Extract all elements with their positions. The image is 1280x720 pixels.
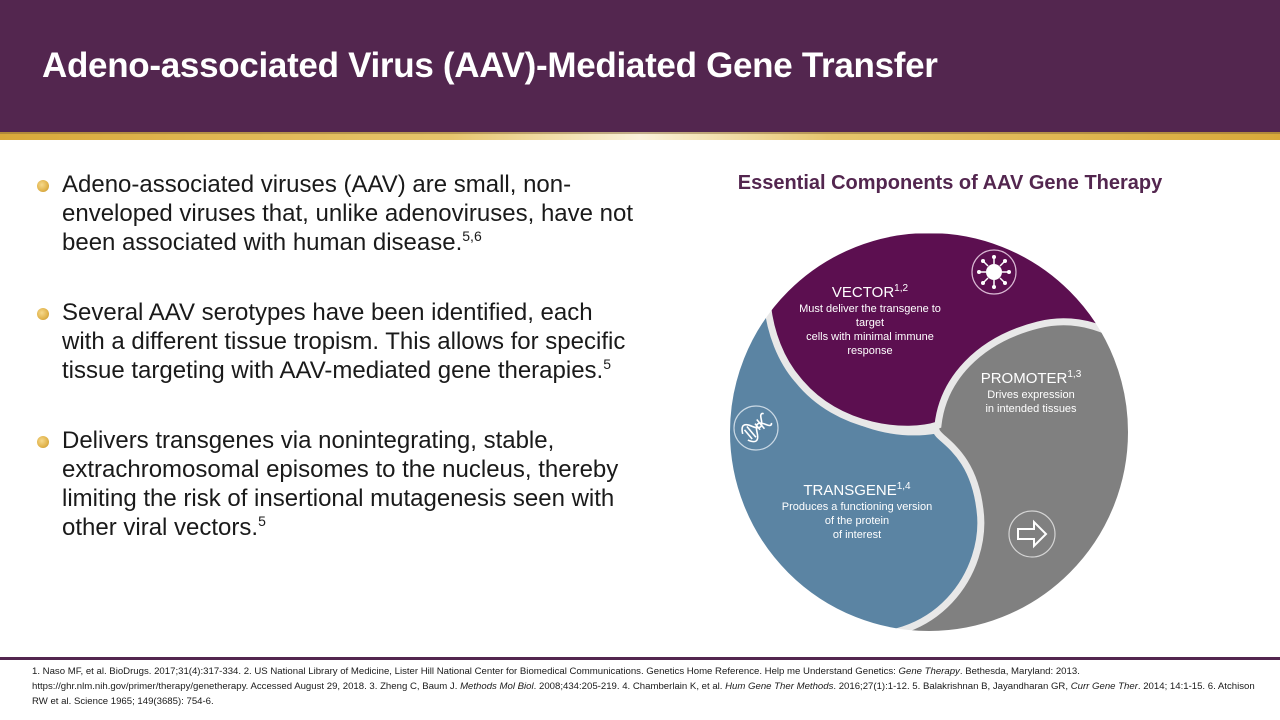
transgene-title: TRANSGENE (803, 482, 897, 499)
vector-desc-line: response (847, 345, 893, 357)
promoter-title: PROMOTER (980, 370, 1068, 387)
vector-desc-line: Must deliver the transgene to (799, 303, 941, 315)
bullet-item: Adeno-associated viruses (AAV) are small… (36, 170, 636, 257)
promoter-desc-line: Drives expression (987, 389, 1075, 401)
diagram-title: Essential Components of AAV Gene Therapy (737, 172, 1163, 194)
bullet-citation: 5 (603, 356, 612, 372)
transgene-citation: 1,4 (896, 481, 911, 492)
bullet-citation: 5 (258, 513, 266, 529)
bullet-dot-icon (37, 436, 49, 448)
promoter-citation: 1,3 (1067, 369, 1082, 380)
bullet-text: Several AAV serotypes have been identifi… (62, 299, 626, 384)
header-bar: Adeno-associated Virus (AAV)-Mediated Ge… (0, 0, 1280, 132)
references: 1. Naso MF, et al. BioDrugs. 2017;31(4):… (32, 664, 1262, 709)
reference-text: 1. Naso MF, et al. BioDrugs. 2017;31(4):… (32, 666, 899, 677)
virus-icon (971, 249, 1017, 295)
transgene-label: TRANSGENE1,4 Produces a functioning vers… (762, 482, 952, 542)
vector-label: VECTOR1,2 Must deliver the transgene to … (780, 284, 960, 358)
promoter-desc-line: in intended tissues (985, 403, 1077, 415)
vector-segment (762, 232, 1129, 433)
transgene-desc-line: of interest (832, 529, 882, 541)
dna-icon (733, 405, 779, 451)
header-accent-bar (0, 132, 1280, 140)
bullet-citation: 5,6 (462, 228, 482, 244)
bullet-list: Adeno-associated viruses (AAV) are small… (36, 170, 636, 583)
bullet-dot-icon (37, 308, 49, 320)
footer-divider (0, 657, 1280, 660)
reference-text: . Bethesda, Maryland: 2013. https://ghr.… (32, 666, 1080, 692)
bullet-dot-icon (37, 180, 49, 192)
vector-desc-line: cells with minimal immune (806, 331, 934, 343)
page-title: Adeno-associated Virus (AAV)-Mediated Ge… (42, 46, 938, 85)
bullet-item: Several AAV serotypes have been identifi… (36, 298, 636, 385)
bullet-text: Adeno-associated viruses (AAV) are small… (62, 171, 634, 256)
transgene-desc-line: Produces a functioning version (781, 501, 933, 513)
reference-italic: Methods Mol Biol (460, 681, 534, 692)
cycle-diagram-graphic (728, 231, 1130, 633)
transgene-desc-line: of the protein (824, 515, 890, 527)
reference-italic: Curr Gene Ther (1070, 681, 1138, 692)
reference-italic: Hum Gene Ther Methods (725, 681, 834, 692)
arrow-right-icon (1008, 510, 1056, 558)
components-diagram: VECTOR1,2 Must deliver the transgene to … (718, 230, 1142, 634)
vector-desc-line: target (855, 317, 885, 329)
vector-title: VECTOR (831, 284, 895, 301)
reference-italic: Gene Therapy (898, 666, 960, 677)
vector-citation: 1,2 (894, 283, 909, 294)
promoter-label: PROMOTER1,3 Drives expression in intende… (961, 370, 1101, 416)
bullet-text: Delivers transgenes via nonintegrating, … (62, 427, 619, 541)
reference-text: . 2008;434:205-219. 4. Chamberlain K, et… (533, 681, 726, 692)
bullet-item: Delivers transgenes via nonintegrating, … (36, 426, 636, 542)
reference-text: . 2014; 14:1-15. 6. Atchison RW et al. S… (32, 681, 1255, 707)
reference-text: . 2016;27(1):1-12. 5. Balakrishnan B, Ja… (833, 681, 1071, 692)
